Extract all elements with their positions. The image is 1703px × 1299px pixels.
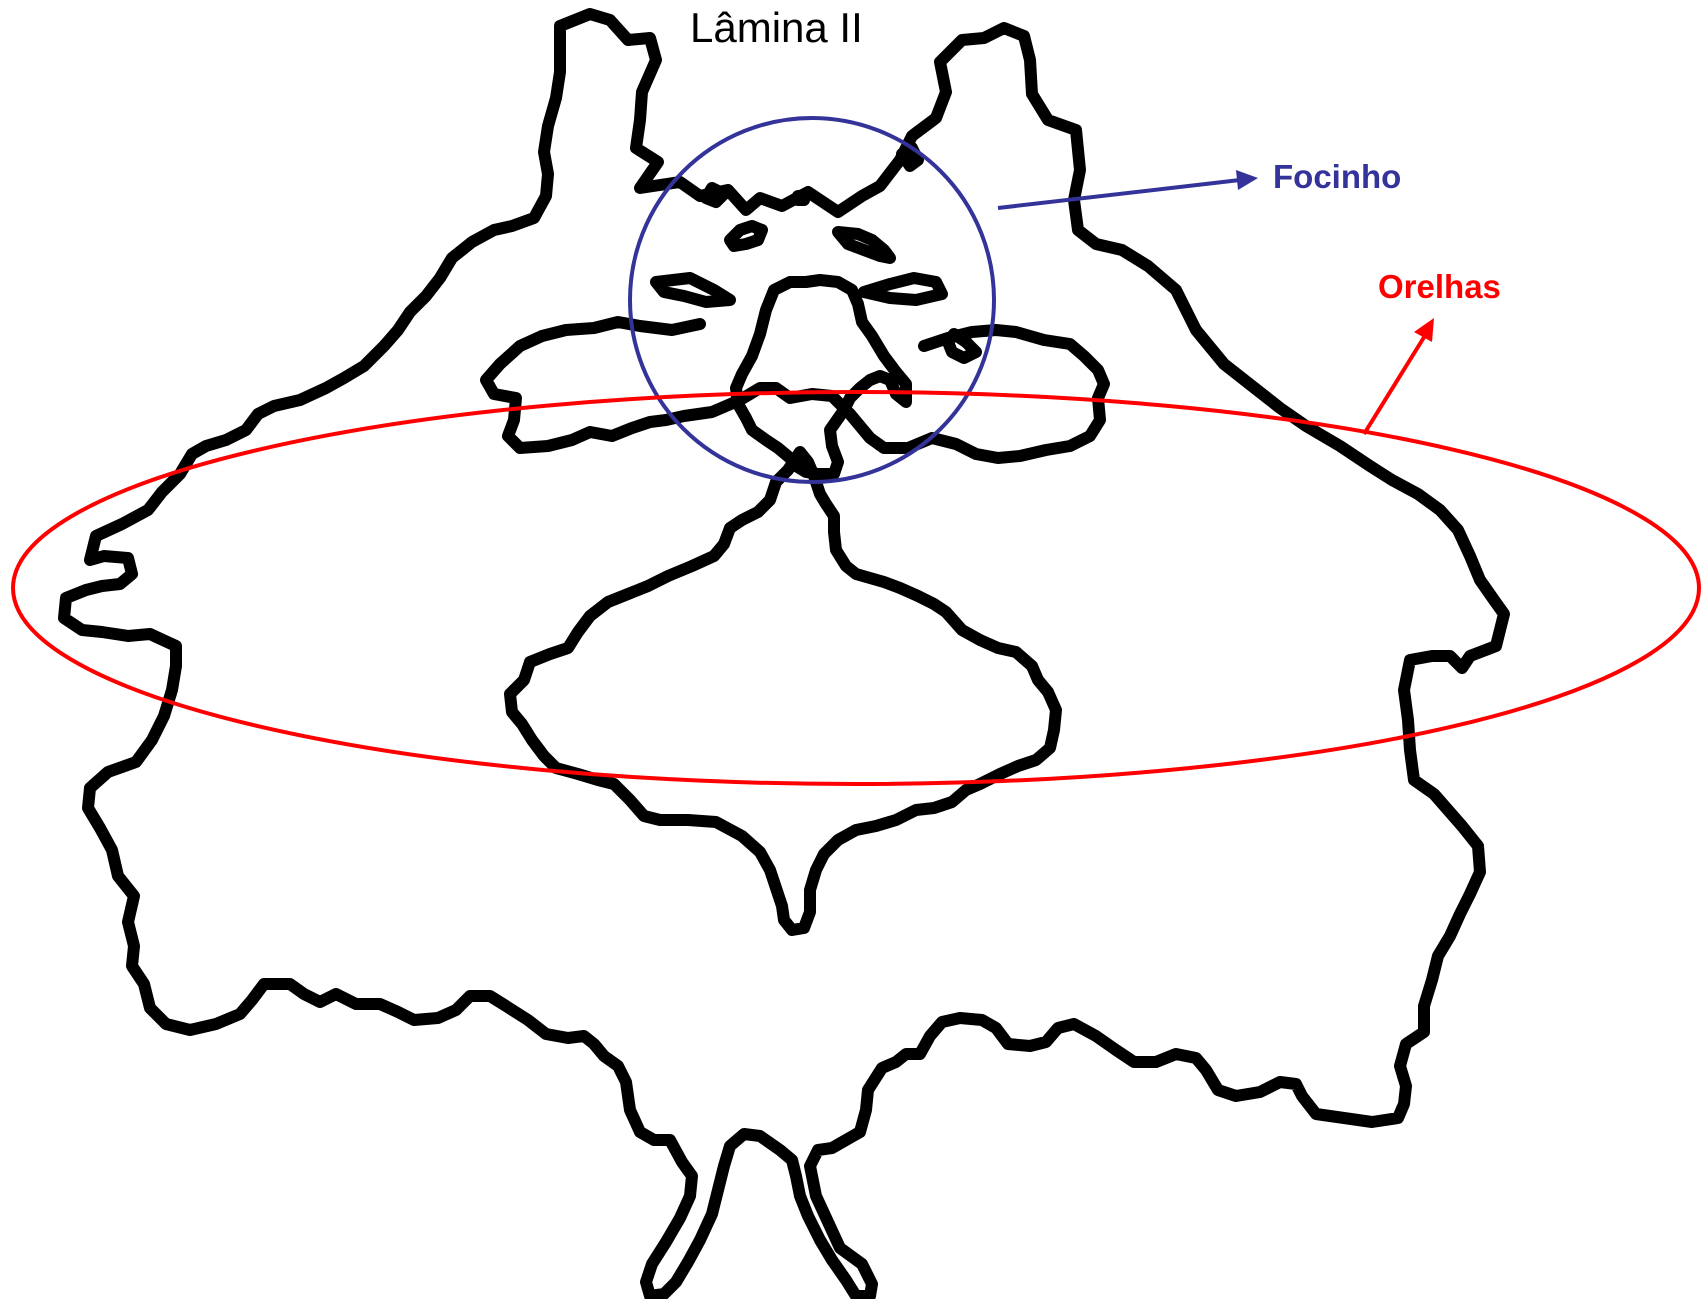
- inkblot-left-ear-tuft: [706, 188, 724, 202]
- focinho-label: Focinho: [1273, 158, 1401, 196]
- inkblot-upper-lobes: [486, 322, 1104, 458]
- inkblot-right-cheek: [864, 278, 942, 300]
- inkblot-right-eye: [838, 232, 890, 258]
- inkblot-inner-diamond: [510, 452, 1056, 930]
- inkblot-outer-outline: [64, 14, 1504, 1296]
- focinho-arrow-line: [998, 180, 1240, 208]
- orelhas-label: Orelhas: [1378, 268, 1501, 306]
- inkblot-left-cheek: [656, 278, 730, 302]
- orelhas-ellipse: [13, 392, 1699, 784]
- focinho-arrowhead: [1236, 170, 1258, 190]
- plate-title: Lâmina II: [690, 4, 863, 52]
- inkblot-left-eye: [730, 226, 762, 246]
- orelhas-arrow-line: [1364, 334, 1426, 434]
- inkblot-dot: [798, 196, 804, 200]
